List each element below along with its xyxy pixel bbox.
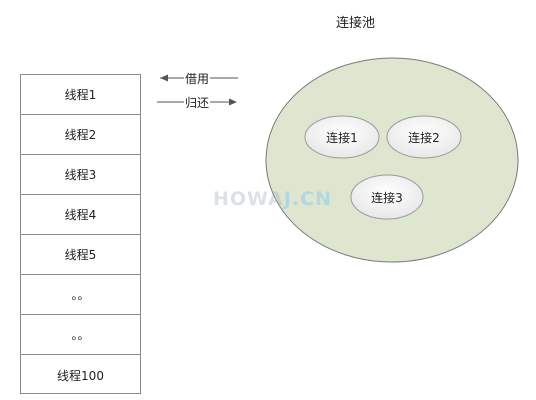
connection-label-2: 连接2 [408, 130, 440, 145]
watermark-accent: J [283, 188, 292, 210]
thread-row: 线程1 [21, 75, 140, 115]
thread-row: 。。 [21, 315, 140, 355]
thread-row: 线程4 [21, 195, 140, 235]
thread-table: 线程1 线程2 线程3 线程4 线程5 。。 。。 线程100 [20, 74, 141, 394]
thread-row: 线程5 [21, 235, 140, 275]
connection-label-1: 连接1 [326, 130, 358, 145]
borrow-label: 借用 [184, 70, 211, 87]
connection-ellipse-1 [304, 115, 380, 159]
thread-row: 线程100 [57, 368, 104, 383]
connection-label-3: 连接3 [371, 190, 403, 205]
watermark: HOWAJ.CN [213, 188, 332, 210]
thread-row: 线程2 [21, 115, 140, 155]
pool-title: 连接池 [336, 16, 376, 31]
return-label: 归还 [184, 94, 211, 111]
connection-ellipse-2 [386, 115, 462, 159]
thread-row: 。。 [21, 275, 140, 315]
connection-pool-ellipse [265, 57, 519, 263]
thread-row: 线程3 [21, 155, 140, 195]
watermark-main: HOWA [213, 188, 284, 210]
connection-ellipse-3 [350, 174, 424, 220]
watermark-tail: .CN [291, 188, 333, 210]
